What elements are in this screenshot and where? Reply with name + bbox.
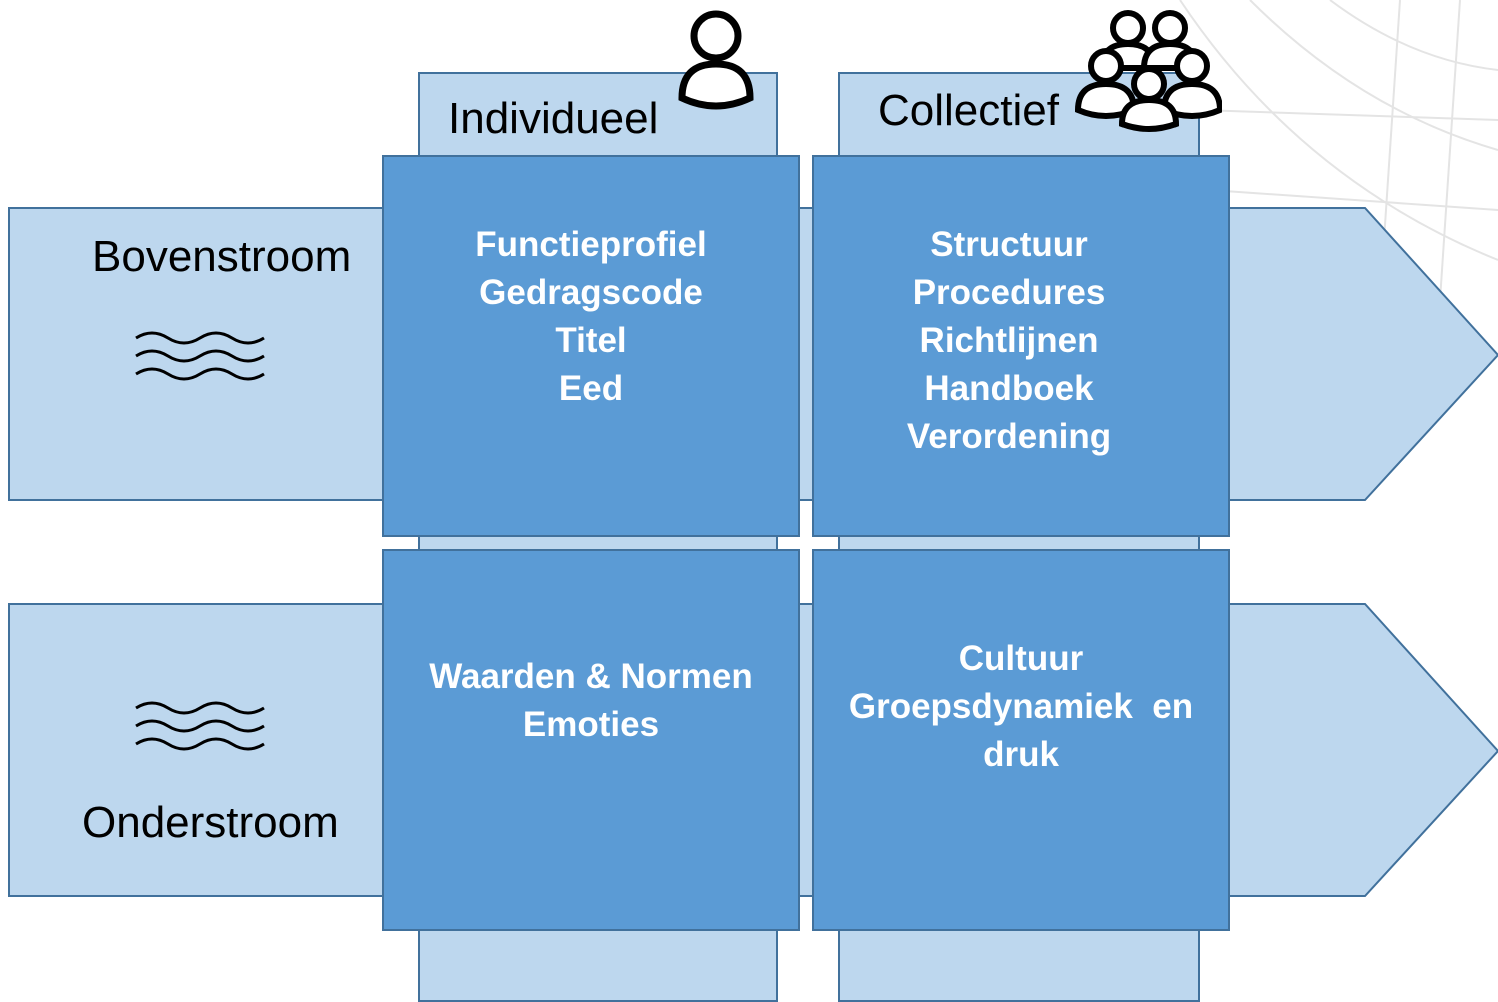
waves-icon <box>135 331 265 381</box>
column-label-individueel: Individueel <box>448 94 659 143</box>
cell-line: Emoties <box>522 705 660 744</box>
cell-line: Procedures <box>912 273 1106 312</box>
column-label-collectief: Collectief <box>878 86 1059 135</box>
cell-line: Functieprofiel <box>475 225 707 264</box>
cell-individueel-onderstroom: Waarden & Normen Emoties <box>382 549 800 931</box>
cell-line: Eed <box>558 369 624 408</box>
cell-line: Handboek <box>924 369 1094 408</box>
cell-line: Verordening <box>906 417 1112 456</box>
row-label-bovenstroom: Bovenstroom <box>92 232 352 281</box>
cell-line: Waarden & Normen <box>429 657 753 696</box>
cell-line: Titel <box>555 321 627 360</box>
cell-line: Gedragscode <box>479 273 703 312</box>
cell-line: Groepsdynamiek en <box>848 687 1194 726</box>
cell-collectief-bovenstroom: Structuur Procedures Richtlijnen Handboe… <box>812 155 1230 537</box>
cell-line: Richtlijnen <box>919 321 1099 360</box>
person-icon <box>678 10 754 110</box>
cell-line: Cultuur <box>958 639 1084 678</box>
cell-collectief-onderstroom: Cultuur Groepsdynamiek en druk <box>812 549 1230 931</box>
row-label-onderstroom: Onderstroom <box>82 798 339 847</box>
group-icon <box>1074 10 1222 132</box>
waves-icon <box>135 701 265 751</box>
cell-line: Structuur <box>930 225 1088 264</box>
cell-individueel-bovenstroom: Functieprofiel Gedragscode Titel Eed <box>382 155 800 537</box>
cell-line: druk <box>983 735 1059 774</box>
